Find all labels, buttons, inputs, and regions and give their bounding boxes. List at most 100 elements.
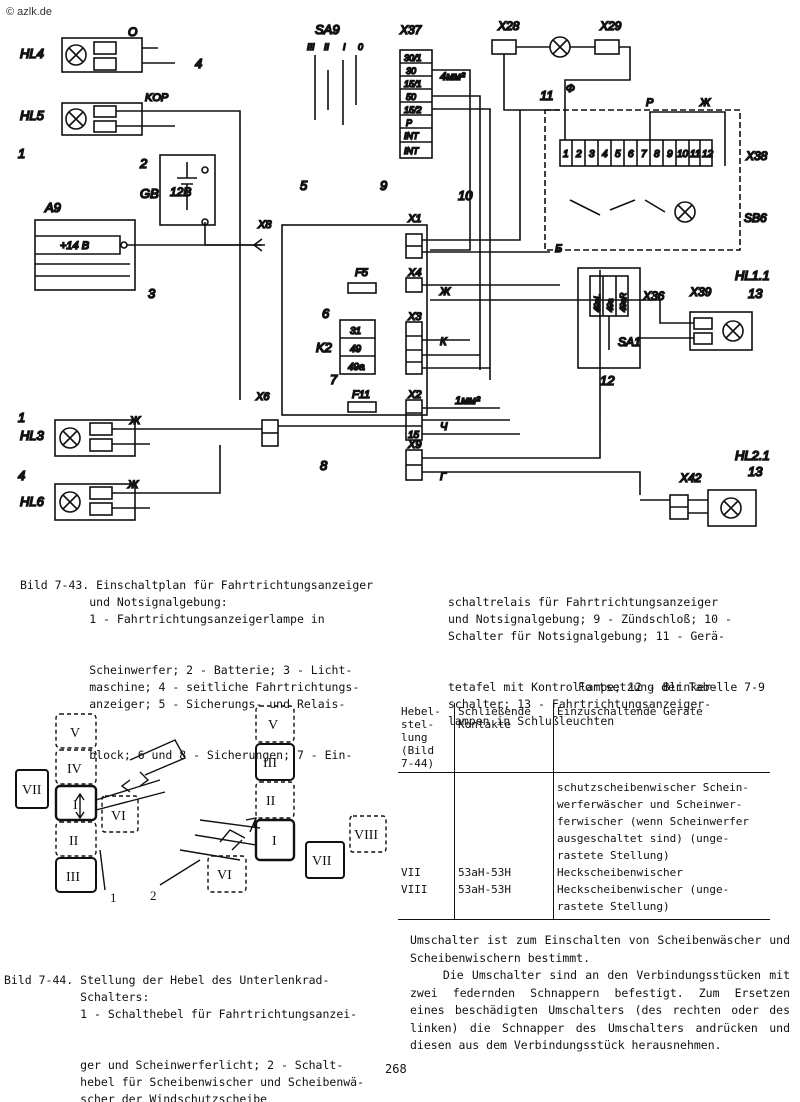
svg-text:INT: INT — [404, 131, 420, 141]
battery-gb — [159, 154, 265, 246]
svg-text:49аR: 49аR — [619, 293, 628, 312]
svg-text:30/1: 30/1 — [404, 53, 422, 63]
label-a9: A9 — [44, 200, 61, 215]
label-x36: X36 — [642, 289, 665, 303]
label-k-x3: К — [440, 336, 447, 348]
svg-text:15/2: 15/2 — [404, 105, 422, 115]
svg-text:10: 10 — [458, 188, 473, 203]
svg-text:9: 9 — [380, 178, 387, 193]
label-x8: X8 — [257, 219, 272, 231]
svg-text:13: 13 — [748, 286, 763, 301]
label-x38: X38 — [745, 149, 768, 163]
svg-text:50: 50 — [406, 92, 416, 102]
svg-text:49а: 49а — [606, 298, 615, 312]
svg-text:10: 10 — [677, 149, 689, 160]
pos-v-left: V — [70, 726, 80, 741]
svg-text:5: 5 — [300, 178, 308, 193]
label-zh-top: Ж — [699, 97, 711, 109]
svg-text:9: 9 — [667, 149, 673, 160]
svg-text:7: 7 — [641, 149, 647, 160]
label-t31: 31 — [350, 326, 361, 337]
x37-connector — [399, 49, 491, 380]
label-hl5: HL5 — [20, 108, 45, 123]
pos-iv-left: IV — [67, 762, 82, 777]
x36-pin-labels: 49аL 49а 49аR — [592, 292, 629, 313]
hl1-1-lamp-unit — [430, 299, 753, 351]
pos-iii-left: III — [66, 870, 80, 885]
svg-text:1: 1 — [563, 149, 569, 160]
x28-x29-lamp — [491, 36, 631, 140]
svg-text:3: 3 — [589, 149, 595, 160]
ref-1: 1 — [110, 890, 117, 905]
label-x28: X28 — [497, 19, 520, 33]
caption-fig-7-43: Bild 7-43. Einschaltplan für Fahrtrichtu… — [20, 578, 374, 762]
header-contacts: Schließende Kontakte — [454, 703, 554, 773]
svg-text:8: 8 — [654, 149, 660, 160]
pos-vii-left: VII — [22, 783, 42, 798]
label-b: Б — [555, 243, 562, 255]
label-k2: K2 — [316, 340, 333, 355]
svg-text:P: P — [406, 118, 412, 128]
label-x42: X42 — [679, 471, 702, 485]
hl3-lamp-unit — [54, 419, 406, 457]
label-f5: F5 — [355, 267, 369, 279]
label-x9: X9 — [407, 439, 421, 451]
label-sa9-pos-ii: II — [324, 42, 330, 52]
ref-2: 2 — [150, 888, 157, 903]
svg-text:12: 12 — [600, 373, 615, 388]
caption-fig-7-44: Bild 7-44. Stellung der Hebel des Unterl… — [4, 973, 365, 1102]
label-r: Р — [646, 97, 654, 109]
svg-text:2: 2 — [575, 149, 582, 160]
label-x1: X1 — [407, 213, 421, 225]
label-generator-voltage: +14 B — [60, 240, 89, 252]
label-hl21: HL2.1 — [735, 448, 770, 463]
pos-vi-left: VI — [111, 809, 126, 824]
x36-blinker-switch — [577, 267, 641, 369]
pos-v-right: V — [268, 718, 278, 733]
pos-ii-left: II — [69, 834, 79, 849]
pos-iii-right: III — [263, 756, 277, 771]
header-devices: Einzuschaltende Geräte — [553, 703, 770, 773]
svg-text:4: 4 — [602, 149, 608, 160]
label-sb6: SB6 — [744, 211, 767, 225]
svg-text:49аL: 49аL — [593, 294, 602, 312]
pos-vii-right: VII — [312, 854, 332, 869]
label-zh-hl3: Ж — [129, 415, 141, 427]
generator-a9 — [34, 219, 263, 291]
svg-text:11: 11 — [690, 149, 700, 160]
svg-text:2: 2 — [139, 156, 148, 171]
pos-ii-right: II — [266, 794, 276, 809]
svg-text:11: 11 — [540, 88, 554, 103]
pos-i-right: I — [272, 834, 277, 849]
label-zh-hl6: Ж — [127, 479, 139, 491]
table-continuation-title: Fortsetzung der Tabelle 7-9 — [578, 680, 765, 694]
table-row: schutzscheibenwischer Schein- werferwäsc… — [398, 772, 770, 864]
header-position: Hebel- stel- lung (Bild 7-44) — [398, 703, 455, 773]
label-zh-x4: Ж — [439, 286, 451, 298]
svg-text:3: 3 — [148, 286, 156, 301]
table-row: VIII 53aH-53H Heckscheibenwischer (unge-… — [398, 881, 770, 920]
hl2-1-lamp-unit — [640, 489, 757, 527]
label-g-x9: Г — [440, 471, 447, 483]
hl4-lamp-unit — [61, 37, 175, 73]
body-text: Umschalter ist zum Einschalten von Schei… — [410, 933, 790, 1052]
wiring-diagram-fig-7-43: HL4 HL5 О KOP GB 12B A9 +14 B SA9 III II… — [17, 18, 771, 527]
svg-text:INT: INT — [404, 146, 420, 156]
label-o: О — [128, 25, 137, 39]
svg-text:4: 4 — [18, 468, 25, 483]
lever-diagram-fig-7-44: V IV I II III VII VI V III II I VI VII V… — [15, 705, 387, 905]
label-f: Ф — [566, 83, 575, 95]
label-hl3: HL3 — [20, 428, 45, 443]
table-7-9-continued: Hebel- stel- lung (Bild 7-44) Schließend… — [398, 703, 770, 920]
label-ch-x2: Ч — [440, 421, 448, 433]
label-x37: X37 — [399, 23, 423, 37]
label-gb: GB — [140, 186, 159, 201]
label-battery-voltage: 12B — [170, 185, 191, 199]
label-x3: X3 — [407, 311, 422, 323]
svg-text:12: 12 — [702, 149, 714, 160]
svg-text:6: 6 — [322, 306, 330, 321]
watermark: © azlk.de — [6, 6, 53, 18]
svg-text:7: 7 — [330, 372, 338, 387]
x38-hazard-switch — [544, 109, 741, 251]
label-4mm: 4мм² — [440, 71, 465, 83]
